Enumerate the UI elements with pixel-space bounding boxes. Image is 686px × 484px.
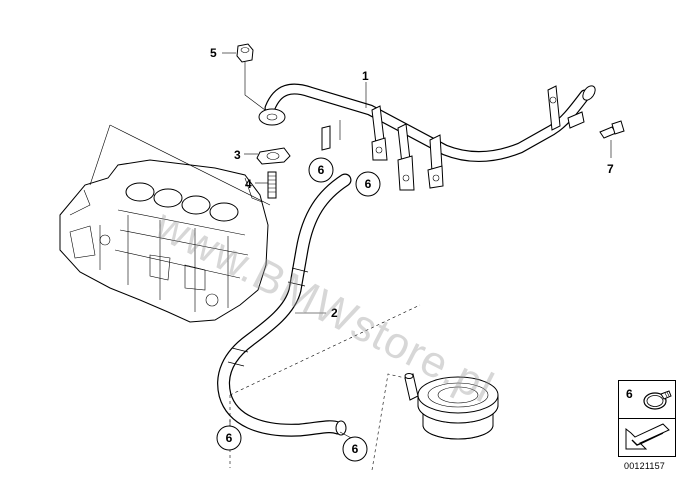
view-arrow-icon bbox=[625, 423, 670, 450]
nut-5 bbox=[236, 43, 254, 63]
svg-text:6: 6 bbox=[352, 442, 359, 456]
callout-6-circle-c: 6 bbox=[216, 425, 242, 451]
svg-text:6: 6 bbox=[365, 177, 372, 191]
leader-5-down bbox=[244, 62, 266, 111]
legend-box: 6 bbox=[618, 380, 676, 457]
callout-6-circle-a: 6 bbox=[308, 157, 334, 183]
callout-2: 2 bbox=[331, 306, 338, 320]
dash-c bbox=[371, 373, 406, 471]
block-leader-top bbox=[109, 124, 271, 206]
oil-cooler bbox=[404, 373, 499, 440]
dash-b bbox=[229, 304, 421, 396]
callout-1: 1 bbox=[362, 69, 369, 83]
hose-clamp-icon bbox=[643, 390, 672, 410]
gasket-3 bbox=[256, 147, 291, 165]
callout-5: 5 bbox=[210, 46, 217, 60]
callout-7: 7 bbox=[607, 162, 614, 176]
bolt-7 bbox=[599, 120, 625, 139]
coolant-pipe bbox=[258, 83, 596, 191]
legend-divider bbox=[619, 418, 675, 419]
legend-number: 6 bbox=[626, 387, 633, 401]
svg-text:6: 6 bbox=[226, 431, 233, 445]
block-leader-left bbox=[89, 124, 111, 186]
callout-6-circle-b: 6 bbox=[355, 171, 381, 197]
callout-3: 3 bbox=[234, 148, 241, 162]
callout-6-circle-d: 6 bbox=[342, 436, 368, 462]
coolant-hose bbox=[217, 173, 352, 437]
engine-block bbox=[59, 159, 269, 323]
callout-4: 4 bbox=[245, 177, 252, 191]
svg-text:6: 6 bbox=[318, 163, 325, 177]
document-number: 00121157 bbox=[624, 461, 665, 471]
stud-4 bbox=[267, 171, 277, 199]
